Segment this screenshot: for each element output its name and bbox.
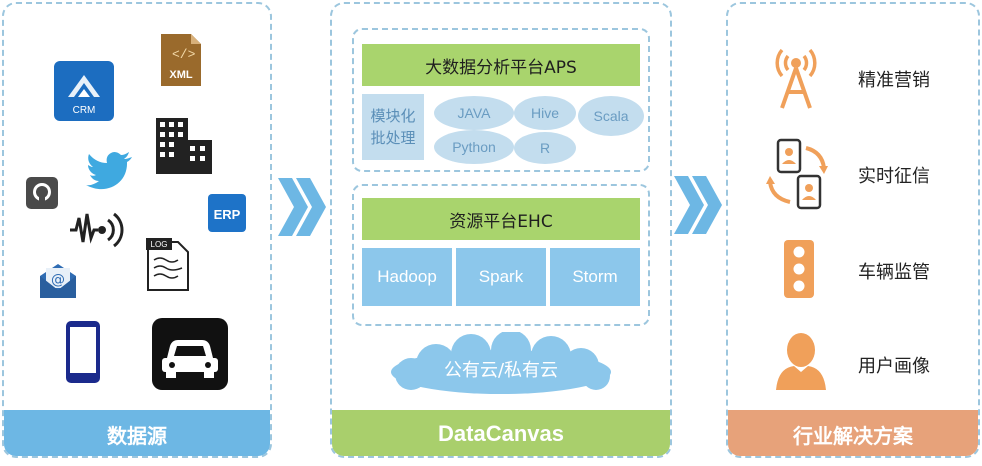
industry-solutions-panel: 精准营销 实时征信 车辆监管 用户画像 行业解决方案 xyxy=(726,2,980,458)
building-icon xyxy=(154,116,214,174)
batch-label: 批处理 xyxy=(370,129,416,147)
lang-pill-scala: Scala xyxy=(578,96,644,136)
car-icon xyxy=(152,318,228,390)
phone-exchange-icon xyxy=(764,138,830,212)
cloud-icon xyxy=(391,330,611,394)
email-icon: @ xyxy=(38,260,78,300)
data-source-panel: CRM </> XML xyxy=(2,2,272,458)
cloud-label: 公有云/私有云 xyxy=(443,360,559,381)
solution-vehicle-monitoring: 车辆监管 xyxy=(858,262,930,283)
modular-label: 模块化 xyxy=(370,107,416,125)
log-file-icon: LOG xyxy=(144,236,190,292)
broadcast-tower-icon xyxy=(768,40,824,110)
datacanvas-title: DataCanvas xyxy=(332,410,670,456)
datacanvas-panel: 大数据分析平台APS 模块化 批处理 JAVA Hive Scala Pytho… xyxy=(330,2,672,458)
data-source-title: 数据源 xyxy=(4,410,270,456)
user-profile-icon xyxy=(774,330,828,390)
crm-icon: CRM xyxy=(54,61,114,121)
industry-solutions-title: 行业解决方案 xyxy=(728,410,978,456)
xml-file-icon: </> XML xyxy=(159,32,203,88)
solution-realtime-credit: 实时征信 xyxy=(858,166,930,187)
analytics-platform-box: 大数据分析平台APS 模块化 批处理 JAVA Hive Scala Pytho… xyxy=(352,28,650,172)
analytics-platform-title: 大数据分析平台APS xyxy=(362,44,640,86)
engine-spark: Spark xyxy=(456,248,546,306)
erp-label: ERP xyxy=(214,207,241,222)
svg-text:@: @ xyxy=(51,272,65,288)
resource-platform-box: 资源平台EHC Hadoop Spark Storm xyxy=(352,184,650,326)
crm-label: CRM xyxy=(73,105,96,116)
erp-icon: ERP xyxy=(208,194,246,232)
github-icon xyxy=(26,177,58,209)
svg-text:</>: </> xyxy=(172,47,196,62)
resource-platform-title: 资源平台EHC xyxy=(362,198,640,240)
solution-user-persona: 用户画像 xyxy=(858,356,930,377)
lang-pill-python: Python xyxy=(434,130,514,164)
lang-pill-r: R xyxy=(514,132,576,164)
flow-arrow-icon xyxy=(674,176,722,234)
traffic-light-icon xyxy=(784,240,814,298)
mobile-phone-icon xyxy=(64,319,102,385)
flow-arrow-icon xyxy=(278,178,326,236)
cloud-shape: 公有云/私有云 xyxy=(376,330,626,400)
engine-hadoop: Hadoop xyxy=(362,248,452,306)
lang-pill-java: JAVA xyxy=(434,96,514,130)
signal-wave-icon xyxy=(68,208,124,250)
lang-pill-hive: Hive xyxy=(514,96,576,130)
log-label: LOG xyxy=(151,240,168,249)
xml-label: XML xyxy=(169,69,193,81)
engine-storm: Storm xyxy=(550,248,640,306)
twitter-bird-icon xyxy=(86,150,136,190)
solution-precision-marketing: 精准营销 xyxy=(858,70,930,91)
modular-batch-box: 模块化 批处理 xyxy=(362,94,424,160)
